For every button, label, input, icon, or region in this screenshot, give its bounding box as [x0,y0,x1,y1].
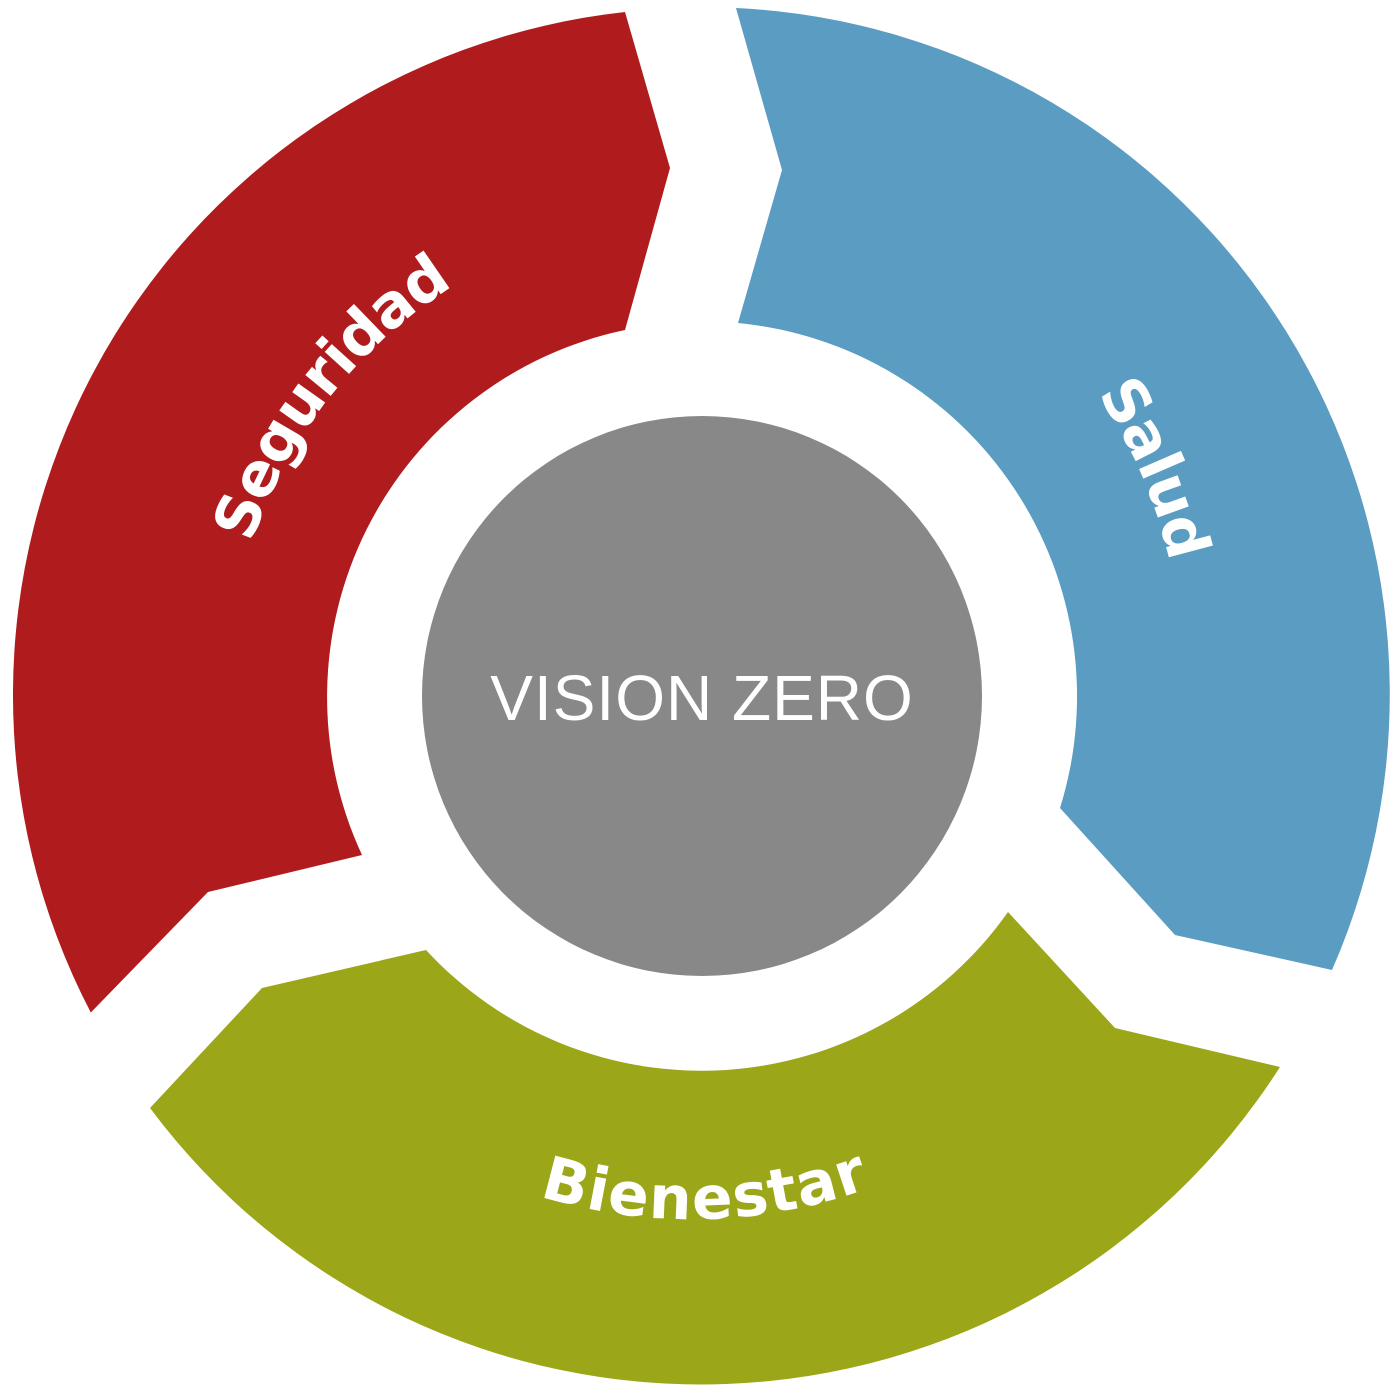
segment-salud-shape [736,8,1390,970]
segment-bienestar-shape [150,912,1280,1385]
segment-seguridad-shape [12,12,671,1013]
center-title: VISION ZERO [490,662,914,734]
segment-salud: Salud [736,8,1390,970]
center-hub: VISION ZERO [422,416,982,976]
segment-bienestar: Bienestar [150,912,1280,1385]
center-circle [422,416,982,976]
